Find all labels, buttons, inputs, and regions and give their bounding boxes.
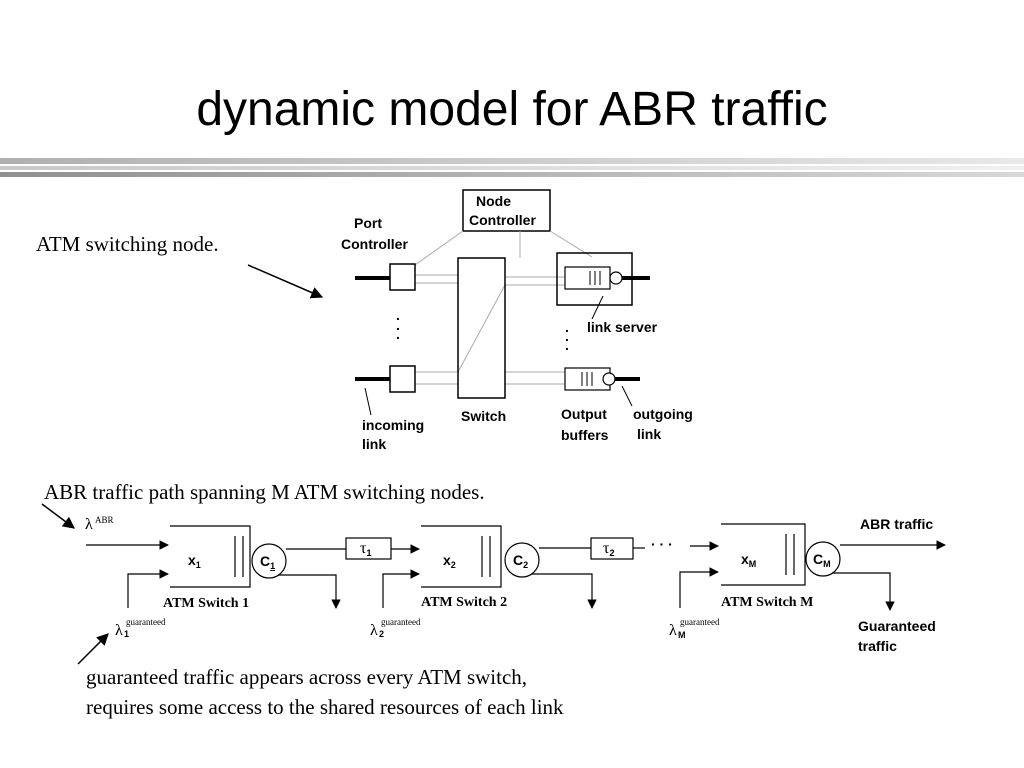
- guaranteed-output-arrow: [531, 573, 597, 609]
- lambda-guaranteed-sub: M: [678, 630, 686, 640]
- guaranteed-input-arrow: [679, 567, 719, 608]
- lambda-guaranteed-symbol: λ: [370, 622, 378, 639]
- abr-traffic-label: ABR traffic: [860, 516, 933, 532]
- slide-title: dynamic model for ABR traffic: [196, 83, 828, 136]
- server-circle: [504, 542, 540, 578]
- lambda-guaranteed-sub: 2: [379, 629, 384, 639]
- lambda-guaranteed-sup: guaranteed: [126, 617, 166, 627]
- vertical-dots: .: [565, 337, 569, 353]
- buffer-cells: [589, 271, 601, 285]
- tau-label-1: τ1: [360, 540, 371, 558]
- outgoing-link-label: outgoing: [633, 406, 693, 422]
- atm-switch-2: x2 C2 ATM Switch 2 λ 2 guaranteed: [370, 525, 597, 639]
- atm-node-diagram: Node Controller Port Controller . . .: [247, 189, 693, 452]
- link-server-pointer: [591, 295, 604, 320]
- guaranteed-output-arrow: [278, 574, 341, 609]
- queue-label-x1: x1: [188, 552, 201, 570]
- atm-switch-1: x1 C1 ATM Switch 1 λ 1 guaranteed: [86, 525, 341, 639]
- output-buffers-label: buffers: [561, 427, 609, 443]
- vertical-dots: .: [396, 307, 400, 323]
- caption-arrow: [77, 633, 109, 665]
- vertical-dots: .: [565, 328, 569, 344]
- switch-label: ATM Switch M: [721, 595, 813, 610]
- lambda-guaranteed-sup: guaranteed: [680, 617, 720, 627]
- title-divider: [0, 158, 1024, 178]
- port-controller-label: Port: [354, 215, 382, 231]
- guaranteed-traffic-label: Guaranteed: [858, 618, 936, 634]
- vertical-dots: .: [396, 317, 400, 333]
- queue-label-x2: x2: [443, 552, 456, 570]
- tau-label-2: τ2: [603, 540, 614, 558]
- port-controller-box: [389, 263, 416, 291]
- outgoing-link-pointer: [621, 385, 633, 407]
- switch-label: ATM Switch 2: [421, 595, 507, 610]
- port-controller-label: Controller: [341, 236, 408, 252]
- lambda-abr-symbol: λ: [85, 516, 93, 533]
- caption-guaranteed-line-2: requires some access to the shared resou…: [86, 695, 564, 719]
- guaranteed-traffic-label: traffic: [858, 638, 897, 654]
- link-server-label: link server: [587, 319, 658, 335]
- vertical-dots: .: [396, 326, 400, 342]
- node-controller-box: [462, 189, 551, 232]
- node-controller-label: Controller: [469, 212, 536, 228]
- switch-outline: [170, 525, 251, 588]
- lambda-guaranteed-symbol: λ: [115, 622, 123, 639]
- capacity-label-cm: CM: [813, 551, 831, 569]
- caption-atm-node: ATM switching node.: [36, 232, 219, 256]
- outgoing-link-label: link: [637, 426, 661, 442]
- caption-arrow: [41, 503, 75, 529]
- lambda-guaranteed-symbol: λ: [669, 622, 677, 639]
- node-controller-label: Node: [476, 193, 511, 209]
- switch-label: Switch: [461, 408, 506, 424]
- switch-outline: [721, 523, 806, 586]
- lambda-guaranteed-sub: 1: [124, 629, 129, 639]
- switch-fabric-box: [457, 257, 506, 399]
- link-server-circle: [602, 372, 616, 386]
- incoming-link-label: link: [362, 436, 386, 452]
- queue-label-xm: xM: [741, 551, 756, 569]
- caption-arrow: [247, 264, 324, 299]
- buffer-cells: [581, 372, 593, 386]
- lambda-guaranteed-sup: guaranteed: [381, 617, 421, 627]
- guaranteed-input-arrow: [382, 569, 420, 608]
- guaranteed-output-arrow: [832, 572, 895, 611]
- caption-abr-path: ABR traffic path spanning M ATM switchin…: [44, 480, 485, 504]
- vertical-dots: .: [565, 319, 569, 335]
- server-circle: [805, 541, 841, 577]
- switch-outline: [421, 525, 502, 588]
- server-circle: [251, 543, 287, 579]
- incoming-link-label: incoming: [362, 417, 424, 433]
- guaranteed-input-arrow: [127, 569, 169, 608]
- abr-path-diagram: λ ABR x1 C1 ATM Switch 1 λ 1 guaranteed …: [41, 503, 946, 665]
- atm-switch-m: xM CM ATM Switch M λ M guaranteed: [669, 523, 946, 640]
- capacity-label-c2: C2: [513, 552, 528, 570]
- output-buffers-label: Output: [561, 406, 607, 422]
- capacity-label-c1: C1: [260, 553, 275, 571]
- incoming-link-pointer: [364, 387, 372, 416]
- port-controller-box: [389, 365, 416, 393]
- caption-guaranteed-line-1: guaranteed traffic appears across every …: [86, 665, 528, 689]
- path-ellipsis: · · ·: [651, 536, 673, 552]
- output-buffer: [564, 266, 611, 290]
- control-lines: [414, 230, 593, 385]
- switch-label: ATM Switch 1: [163, 596, 249, 611]
- lambda-abr-sup: ABR: [95, 515, 114, 525]
- link-server-circle: [609, 271, 623, 285]
